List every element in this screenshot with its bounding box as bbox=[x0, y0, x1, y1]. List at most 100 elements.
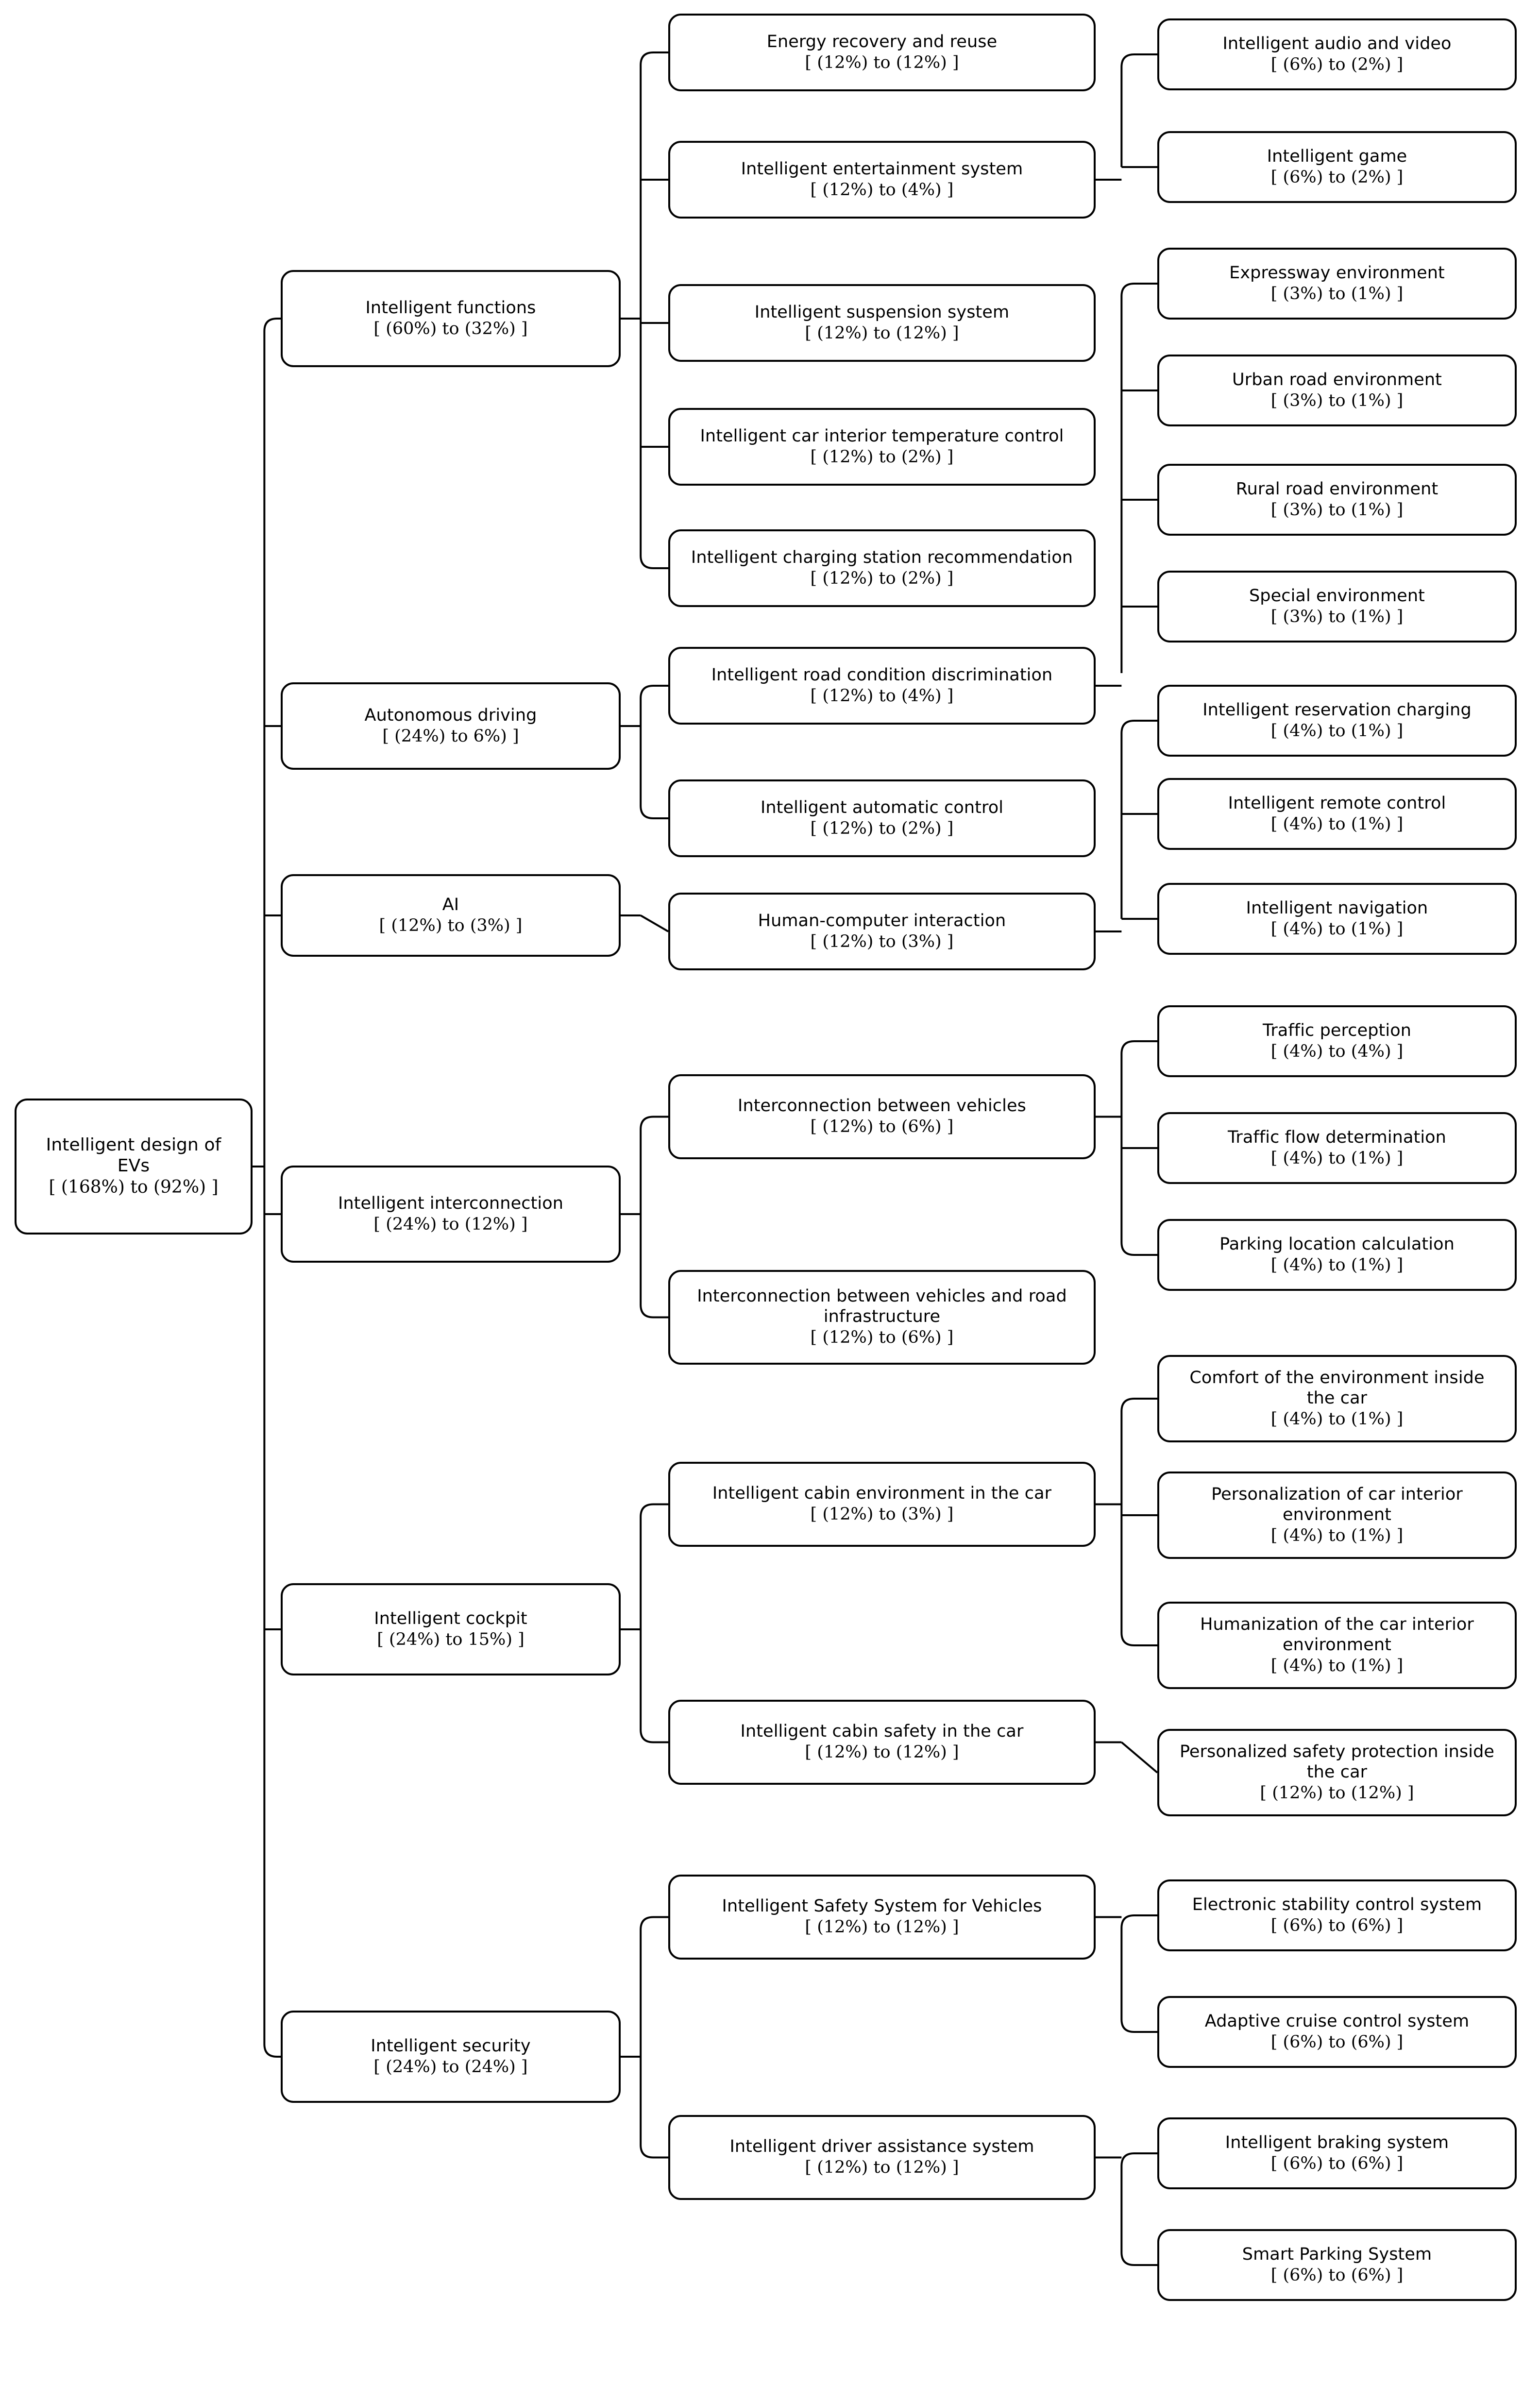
node-title: Intelligent braking system bbox=[1225, 2132, 1449, 2152]
node-level2-10[interactable]: Intelligent cabin environment in the car… bbox=[668, 1462, 1096, 1547]
node-title: Interconnection between vehicles bbox=[738, 1096, 1026, 1116]
node-range: [ (6%) to (2%) ] bbox=[1270, 54, 1404, 74]
node-range: [ (12%) to (2%) ] bbox=[810, 447, 954, 467]
node-range: [ (12%) to (3%) ] bbox=[810, 1505, 954, 1524]
node-level3-13[interactable]: Personalization of car interior environm… bbox=[1157, 1472, 1517, 1559]
node-level2-8[interactable]: Interconnection between vehicles[ (12%) … bbox=[668, 1074, 1096, 1159]
node-title: Human-computer interaction bbox=[758, 911, 1006, 930]
node-level2-9[interactable]: Interconnection between vehicles and roa… bbox=[668, 1270, 1096, 1365]
node-level3-6[interactable]: Intelligent reservation charging[ (4%) t… bbox=[1157, 685, 1517, 757]
node-level2-4[interactable]: Intelligent charging station recommendat… bbox=[668, 529, 1096, 607]
node-range: [ (12%) to (3%) ] bbox=[810, 931, 954, 951]
node-title: Intelligent functions bbox=[365, 298, 536, 318]
node-title: Intelligent cockpit bbox=[374, 1608, 527, 1628]
node-title: Electronic stability control system bbox=[1192, 1894, 1482, 1914]
node-level3-19[interactable]: Smart Parking System[ (6%) to (6%) ] bbox=[1157, 2229, 1517, 2301]
node-range: [ (4%) to (1%) ] bbox=[1270, 1409, 1404, 1429]
node-range: [ (24%) to (12%) ] bbox=[373, 1214, 528, 1234]
node-level1-3[interactable]: Intelligent interconnection[ (24%) to (1… bbox=[281, 1166, 621, 1263]
node-level3-12[interactable]: Comfort of the environment inside the ca… bbox=[1157, 1355, 1517, 1442]
node-range: [ (4%) to (4%) ] bbox=[1270, 1041, 1404, 1061]
node-level2-12[interactable]: Intelligent Safety System for Vehicles[ … bbox=[668, 1875, 1096, 1960]
node-range: [ (12%) to (2%) ] bbox=[810, 818, 954, 838]
node-title: Intelligent navigation bbox=[1246, 898, 1428, 918]
node-title: Intelligent design of EVs bbox=[46, 1134, 221, 1176]
node-title: Intelligent automatic control bbox=[760, 797, 1004, 817]
node-level1-5[interactable]: Intelligent security[ (24%) to (24%) ] bbox=[281, 2011, 621, 2103]
node-level3-3[interactable]: Urban road environment[ (3%) to (1%) ] bbox=[1157, 355, 1517, 426]
node-level3-15[interactable]: Personalized safety protection inside th… bbox=[1157, 1729, 1517, 1816]
node-title: Parking location calculation bbox=[1219, 1234, 1455, 1254]
node-level2-6[interactable]: Intelligent automatic control[ (12%) to … bbox=[668, 779, 1096, 857]
node-range: [ (60%) to (32%) ] bbox=[373, 319, 528, 338]
node-level2-3[interactable]: Intelligent car interior temperature con… bbox=[668, 408, 1096, 486]
node-title: Smart Parking System bbox=[1242, 2244, 1432, 2264]
node-range: [ (4%) to (1%) ] bbox=[1270, 919, 1404, 939]
node-title: Rural road environment bbox=[1235, 479, 1438, 499]
node-range: [ (12%) to (12%) ] bbox=[805, 52, 959, 72]
node-title: Intelligent charging station recommendat… bbox=[691, 547, 1073, 567]
node-title: Intelligent game bbox=[1267, 146, 1407, 166]
node-title: Personalization of car interior environm… bbox=[1211, 1484, 1463, 1524]
node-range: [ (6%) to (6%) ] bbox=[1270, 1915, 1404, 1935]
node-level3-14[interactable]: Humanization of the car interior environ… bbox=[1157, 1602, 1517, 1689]
node-level3-17[interactable]: Adaptive cruise control system[ (6%) to … bbox=[1157, 1996, 1517, 2068]
node-title: Intelligent interconnection bbox=[338, 1193, 564, 1213]
node-level3-2[interactable]: Expressway environment[ (3%) to (1%) ] bbox=[1157, 248, 1517, 320]
node-range: [ (4%) to (1%) ] bbox=[1270, 721, 1404, 741]
node-title: Humanization of the car interior environ… bbox=[1200, 1614, 1474, 1655]
node-range: [ (4%) to (1%) ] bbox=[1270, 1656, 1404, 1675]
node-level3-4[interactable]: Rural road environment[ (3%) to (1%) ] bbox=[1157, 464, 1517, 536]
node-level3-16[interactable]: Electronic stability control system[ (6%… bbox=[1157, 1879, 1517, 1951]
node-title: Traffic flow determination bbox=[1228, 1127, 1446, 1147]
node-range: [ (12%) to (12%) ] bbox=[805, 2158, 959, 2178]
node-title: Traffic perception bbox=[1262, 1020, 1412, 1040]
node-level3-1[interactable]: Intelligent game[ (6%) to (2%) ] bbox=[1157, 131, 1517, 203]
node-level2-0[interactable]: Energy recovery and reuse[ (12%) to (12%… bbox=[668, 14, 1096, 91]
node-level2-2[interactable]: Intelligent suspension system[ (12%) to … bbox=[668, 284, 1096, 362]
node-range: [ (12%) to (12%) ] bbox=[805, 323, 959, 343]
node-level1-1[interactable]: Autonomous driving[ (24%) to 6%) ] bbox=[281, 682, 621, 770]
node-range: [ (12%) to (6%) ] bbox=[810, 1117, 954, 1137]
node-range: [ (3%) to (1%) ] bbox=[1270, 607, 1404, 626]
node-level2-1[interactable]: Intelligent entertainment system[ (12%) … bbox=[668, 141, 1096, 219]
node-level2-7[interactable]: Human-computer interaction[ (12%) to (3%… bbox=[668, 893, 1096, 970]
node-title: Interconnection between vehicles and roa… bbox=[697, 1286, 1067, 1327]
node-range: [ (6%) to (6%) ] bbox=[1270, 2265, 1404, 2285]
node-level2-13[interactable]: Intelligent driver assistance system[ (1… bbox=[668, 2115, 1096, 2200]
node-range: [ (12%) to (4%) ] bbox=[810, 180, 954, 200]
node-level3-8[interactable]: Intelligent navigation[ (4%) to (1%) ] bbox=[1157, 883, 1517, 955]
node-range: [ (12%) to (12%) ] bbox=[1260, 1783, 1414, 1803]
node-level1-0[interactable]: Intelligent functions[ (60%) to (32%) ] bbox=[281, 270, 621, 367]
node-range: [ (4%) to (1%) ] bbox=[1270, 1148, 1404, 1168]
node-range: [ (12%) to (6%) ] bbox=[810, 1328, 954, 1348]
node-root[interactable]: Intelligent design of EVs[ (168%) to (92… bbox=[15, 1099, 253, 1235]
node-range: [ (6%) to (6%) ] bbox=[1270, 2153, 1404, 2173]
node-level1-2[interactable]: AI[ (12%) to (3%) ] bbox=[281, 874, 621, 957]
node-level3-9[interactable]: Traffic perception[ (4%) to (4%) ] bbox=[1157, 1005, 1517, 1077]
node-level3-11[interactable]: Parking location calculation[ (4%) to (1… bbox=[1157, 1219, 1517, 1291]
node-title: Intelligent car interior temperature con… bbox=[700, 426, 1064, 446]
node-title: Energy recovery and reuse bbox=[766, 32, 998, 51]
node-range: [ (168%) to (92%) ] bbox=[49, 1177, 219, 1198]
node-title: Intelligent remote control bbox=[1228, 793, 1446, 813]
node-level3-5[interactable]: Special environment[ (3%) to (1%) ] bbox=[1157, 571, 1517, 643]
node-level1-4[interactable]: Intelligent cockpit[ (24%) to 15%) ] bbox=[281, 1583, 621, 1675]
node-level3-10[interactable]: Traffic flow determination[ (4%) to (1%)… bbox=[1157, 1112, 1517, 1184]
node-range: [ (12%) to (3%) ] bbox=[379, 915, 523, 935]
node-title: Intelligent audio and video bbox=[1222, 34, 1452, 53]
node-title: Intelligent road condition discriminatio… bbox=[711, 665, 1053, 685]
node-title: Urban road environment bbox=[1232, 370, 1442, 389]
node-range: [ (6%) to (2%) ] bbox=[1270, 167, 1404, 187]
node-range: [ (4%) to (1%) ] bbox=[1270, 1525, 1404, 1545]
node-level3-18[interactable]: Intelligent braking system[ (6%) to (6%)… bbox=[1157, 2117, 1517, 2189]
node-title: Intelligent reservation charging bbox=[1202, 700, 1472, 720]
node-level2-11[interactable]: Intelligent cabin safety in the car[ (12… bbox=[668, 1700, 1096, 1785]
node-range: [ (12%) to (12%) ] bbox=[805, 1742, 959, 1762]
node-level3-0[interactable]: Intelligent audio and video[ (6%) to (2%… bbox=[1157, 18, 1517, 90]
node-level3-7[interactable]: Intelligent remote control[ (4%) to (1%)… bbox=[1157, 778, 1517, 850]
node-range: [ (24%) to 15%) ] bbox=[377, 1629, 525, 1649]
node-level2-5[interactable]: Intelligent road condition discriminatio… bbox=[668, 647, 1096, 725]
node-range: [ (3%) to (1%) ] bbox=[1270, 284, 1404, 304]
